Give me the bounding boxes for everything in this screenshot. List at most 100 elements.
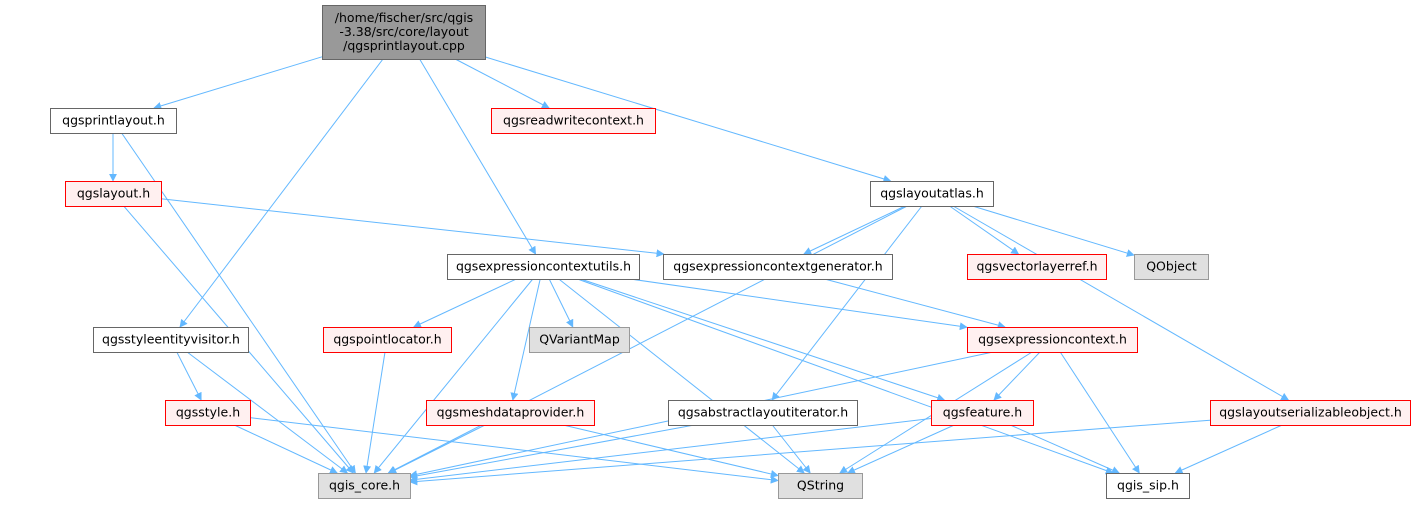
- node-pointlocator[interactable]: qgspointlocator.h: [323, 327, 452, 353]
- edge-exprctxutils-to-exprctx: [630, 278, 968, 331]
- node-sip[interactable]: qgis_sip.h: [1106, 473, 1190, 499]
- node-feature-box: [931, 400, 1034, 426]
- node-readwritecontext[interactable]: qgsreadwritecontext.h: [491, 108, 656, 134]
- node-exprctx[interactable]: qgsexpressioncontext.h: [967, 327, 1138, 353]
- node-layout-box: [65, 181, 162, 207]
- edge-abstractiter-to-core: [409, 424, 695, 480]
- edge-feature-to-core: [409, 418, 932, 484]
- edge-exprctxutils-to-pointlocator: [412, 278, 517, 328]
- edge-root-to-styleentity: [179, 58, 384, 328]
- node-qobject[interactable]: QObject: [1134, 254, 1209, 280]
- edge-serializable-to-core: [409, 419, 1211, 486]
- node-qvariantmap[interactable]: QVariantMap: [529, 327, 630, 353]
- node-abstractiter-box: [668, 400, 858, 426]
- node-meshdata-label: qgsmeshdataprovider.h: [437, 405, 585, 420]
- node-meshdata[interactable]: qgsmeshdataprovider.h: [426, 400, 595, 426]
- edge-exprctx-to-feature: [993, 351, 1041, 401]
- edge-exprctxgen-to-exprctx: [824, 278, 1006, 330]
- node-serializable-label: qgslayoutserializableobject.h: [1219, 405, 1402, 420]
- node-qobject-box: [1134, 254, 1209, 280]
- node-core[interactable]: qgis_core.h: [318, 473, 411, 499]
- node-readwritecontext-label: qgsreadwritecontext.h: [503, 113, 644, 128]
- node-qstring[interactable]: QString: [778, 473, 863, 499]
- node-qvariantmap-label: QVariantMap: [539, 332, 620, 347]
- node-root[interactable]: /home/fischer/src/qgis-3.38/src/core/lay…: [322, 5, 486, 60]
- node-core-box: [318, 473, 411, 499]
- edge-meshdata-to-qstring: [562, 424, 779, 478]
- node-styleentity-label: qgsstyleentityvisitor.h: [102, 332, 240, 347]
- node-abstractiter-label: qgsabstractlayoutiterator.h: [678, 405, 848, 420]
- node-exprctxgen-box: [663, 254, 893, 280]
- node-meshdata-box: [426, 400, 595, 426]
- node-styleentity-box: [93, 327, 249, 353]
- node-style[interactable]: qgsstyle.h: [165, 400, 251, 426]
- node-readwritecontext-box: [491, 108, 656, 134]
- edge-root-to-readwritecontext: [454, 58, 550, 109]
- node-feature-label: qgsfeature.h: [943, 405, 1022, 420]
- edge-layout-to-exprctxgen: [160, 198, 665, 258]
- node-exprctxutils-label: qgsexpressioncontextutils.h: [456, 259, 631, 274]
- edge-exprctxutils-to-sip: [577, 278, 1114, 475]
- node-serializable-box: [1210, 400, 1411, 426]
- edge-root-to-exprctxutils: [419, 58, 537, 255]
- edge-exprctx-to-sip: [1059, 351, 1140, 474]
- edge-layoutatlas-to-qobject: [972, 205, 1135, 257]
- edge-exprctxutils-to-qstring: [558, 278, 805, 474]
- node-exprctx-box: [967, 327, 1138, 353]
- node-qstring-box: [778, 473, 863, 499]
- edge-layoutatlas-to-vectorlayerref: [949, 205, 1020, 255]
- node-abstractiter[interactable]: qgsabstractlayoutiterator.h: [668, 400, 858, 426]
- node-style-label: qgsstyle.h: [176, 405, 240, 420]
- edge-style-to-core: [234, 424, 338, 474]
- node-root-box: [322, 5, 486, 60]
- node-core-label: qgis_core.h: [329, 478, 400, 493]
- node-exprctxutils-box: [447, 254, 640, 280]
- node-exprctx-label: qgsexpressioncontext.h: [978, 332, 1127, 347]
- file-nodes: /home/fischer/src/qgis-3.38/src/core/lay…: [50, 5, 1411, 499]
- node-serializable[interactable]: qgslayoutserializableobject.h: [1210, 400, 1411, 426]
- node-style-box: [165, 400, 251, 426]
- node-exprctxgen[interactable]: qgsexpressioncontextgenerator.h: [663, 254, 893, 280]
- node-styleentity[interactable]: qgsstyleentityvisitor.h: [93, 327, 249, 353]
- node-sip-box: [1106, 473, 1190, 499]
- edge-style-to-qstring: [249, 417, 779, 484]
- edge-feature-to-qstring: [846, 424, 955, 474]
- dependency-edges: [109, 56, 1290, 486]
- node-layoutatlas-box: [870, 181, 994, 207]
- edge-root-to-layoutatlas: [484, 56, 892, 183]
- node-qstring-label: QString: [797, 478, 844, 493]
- edge-meshdata-to-core: [388, 424, 486, 474]
- node-printlayout[interactable]: qgsprintlayout.h: [50, 108, 177, 134]
- node-root-label: -3.38/src/core/layout: [339, 24, 468, 39]
- edge-exprctxutils-to-meshdata: [510, 278, 541, 401]
- node-sip-label: qgis_sip.h: [1117, 478, 1179, 493]
- node-layout-label: qgslayout.h: [77, 186, 150, 201]
- node-pointlocator-box: [323, 327, 452, 353]
- node-printlayout-box: [50, 108, 177, 134]
- node-root-label: /home/fischer/src/qgis: [335, 10, 473, 25]
- node-vectorlayerref[interactable]: qgsvectorlayerref.h: [967, 254, 1107, 280]
- node-qvariantmap-box: [529, 327, 630, 353]
- node-pointlocator-label: qgspointlocator.h: [333, 332, 441, 347]
- edge-layoutatlas-to-core: [387, 205, 908, 474]
- node-root-label: /qgsprintlayout.cpp: [343, 38, 465, 53]
- edge-layoutatlas-to-serializable: [952, 205, 1290, 401]
- node-layout[interactable]: qgslayout.h: [65, 181, 162, 207]
- edge-layoutatlas-to-abstractiter: [771, 205, 923, 401]
- node-vectorlayerref-label: qgsvectorlayerref.h: [976, 259, 1097, 274]
- edge-exprctxutils-to-qvariantmap: [548, 278, 574, 328]
- node-qobject-label: QObject: [1146, 259, 1197, 274]
- node-feature[interactable]: qgsfeature.h: [931, 400, 1034, 426]
- edge-root-to-printlayout: [153, 56, 323, 110]
- node-exprctxgen-label: qgsexpressioncontextgenerator.h: [673, 259, 882, 274]
- edge-layoutatlas-to-exprctxgen: [803, 205, 906, 255]
- edge-feature-to-sip: [1010, 424, 1120, 474]
- node-exprctxutils[interactable]: qgsexpressioncontextutils.h: [447, 254, 640, 280]
- node-layoutatlas-label: qgslayoutatlas.h: [880, 186, 984, 201]
- node-layoutatlas[interactable]: qgslayoutatlas.h: [870, 181, 994, 207]
- edge-serializable-to-sip: [1174, 424, 1283, 474]
- node-printlayout-label: qgsprintlayout.h: [62, 113, 165, 128]
- node-vectorlayerref-box: [967, 254, 1107, 280]
- edge-abstractiter-to-qstring: [771, 424, 811, 474]
